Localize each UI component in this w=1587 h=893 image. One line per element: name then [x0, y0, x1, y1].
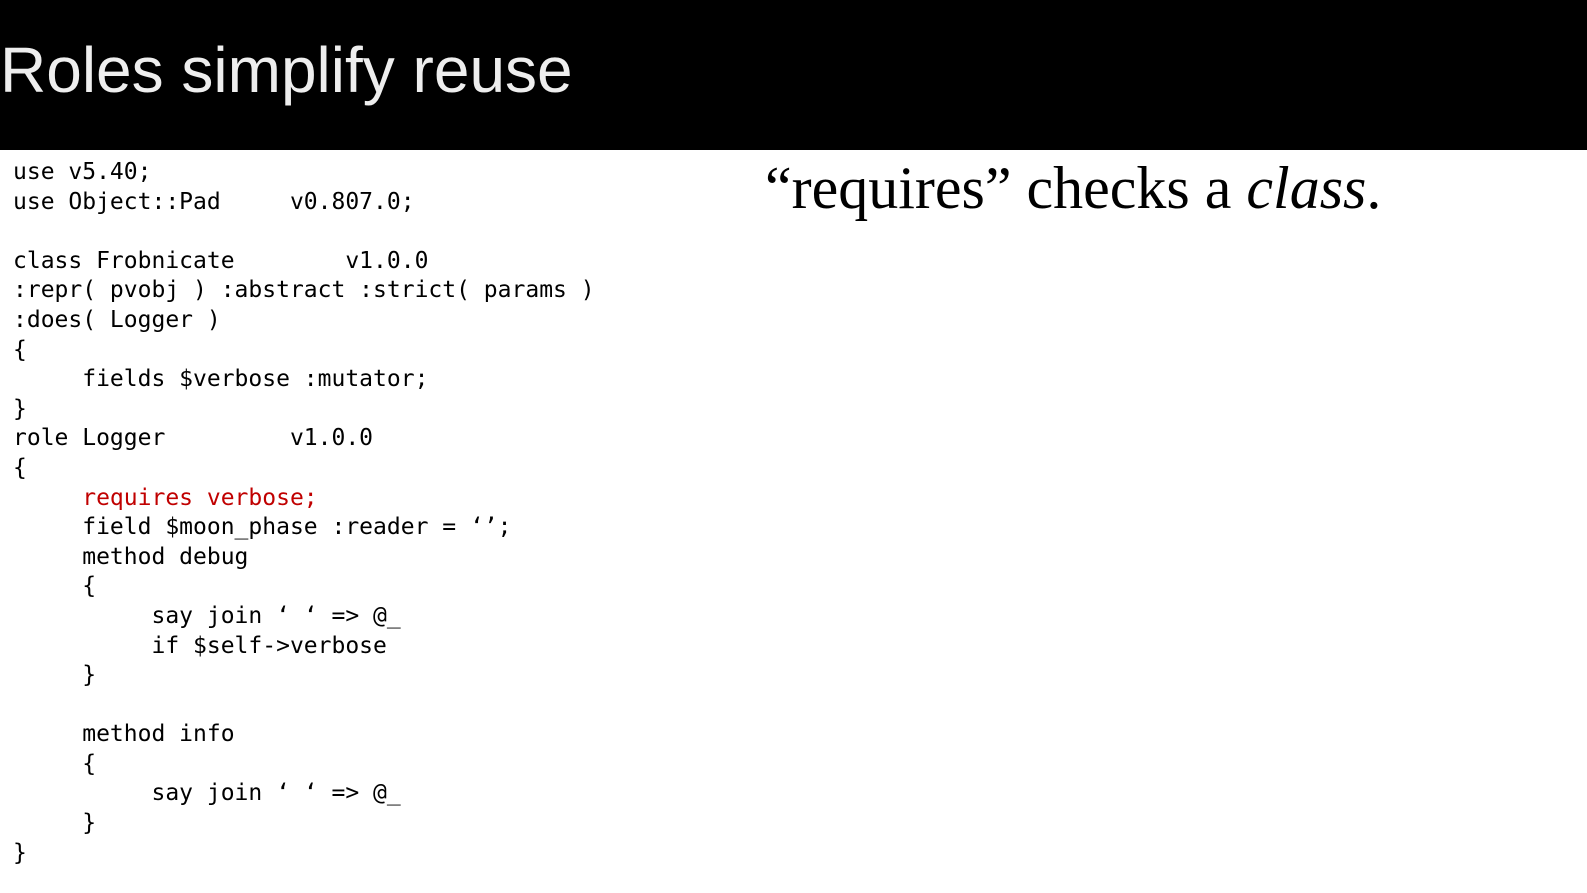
code-line — [13, 217, 595, 247]
code-line: } — [13, 395, 27, 422]
code-line: } — [13, 662, 97, 689]
note-suffix: . — [1366, 155, 1382, 221]
code-line: { — [13, 750, 97, 777]
code-line: use v5.40; — [13, 159, 152, 185]
code-line — [13, 691, 595, 721]
code-line-highlighted: requires verbose; — [13, 484, 318, 511]
slide-title: Roles simplify reuse — [0, 34, 573, 106]
code-line: :repr( pvobj ) :abstract :strict( params… — [13, 277, 595, 304]
code-block: use v5.40;use Object::Pad v0.807.0;class… — [13, 158, 595, 868]
code-line: use Object::Pad v0.807.0; — [13, 188, 415, 215]
requires-note: “requires” checks a class. — [765, 152, 1381, 224]
code-line: role Logger v1.0.0 — [13, 425, 374, 452]
code-line: :does( Logger ) — [13, 306, 221, 333]
code-line: say join ‘ ‘ => @_ — [13, 602, 401, 629]
code-line: { — [13, 336, 27, 363]
code-line: } — [13, 810, 97, 837]
title-bar: Roles simplify reuse — [0, 0, 1587, 150]
note-emphasis: class — [1246, 155, 1367, 221]
code-line: { — [13, 454, 27, 481]
code-line: class Frobnicate v1.0.0 — [13, 247, 429, 274]
code-line: { — [13, 573, 97, 600]
code-line: method info — [13, 721, 235, 748]
code-line: if $self->verbose — [13, 632, 387, 659]
note-prefix: “requires” checks a — [765, 155, 1247, 221]
code-line: } — [13, 839, 27, 866]
code-line: method debug — [13, 543, 249, 570]
code-line: say join ‘ ‘ => @_ — [13, 780, 401, 807]
code-line: field $moon_phase :reader = ‘’; — [13, 514, 512, 541]
code-line: fields $verbose :mutator; — [13, 366, 429, 393]
